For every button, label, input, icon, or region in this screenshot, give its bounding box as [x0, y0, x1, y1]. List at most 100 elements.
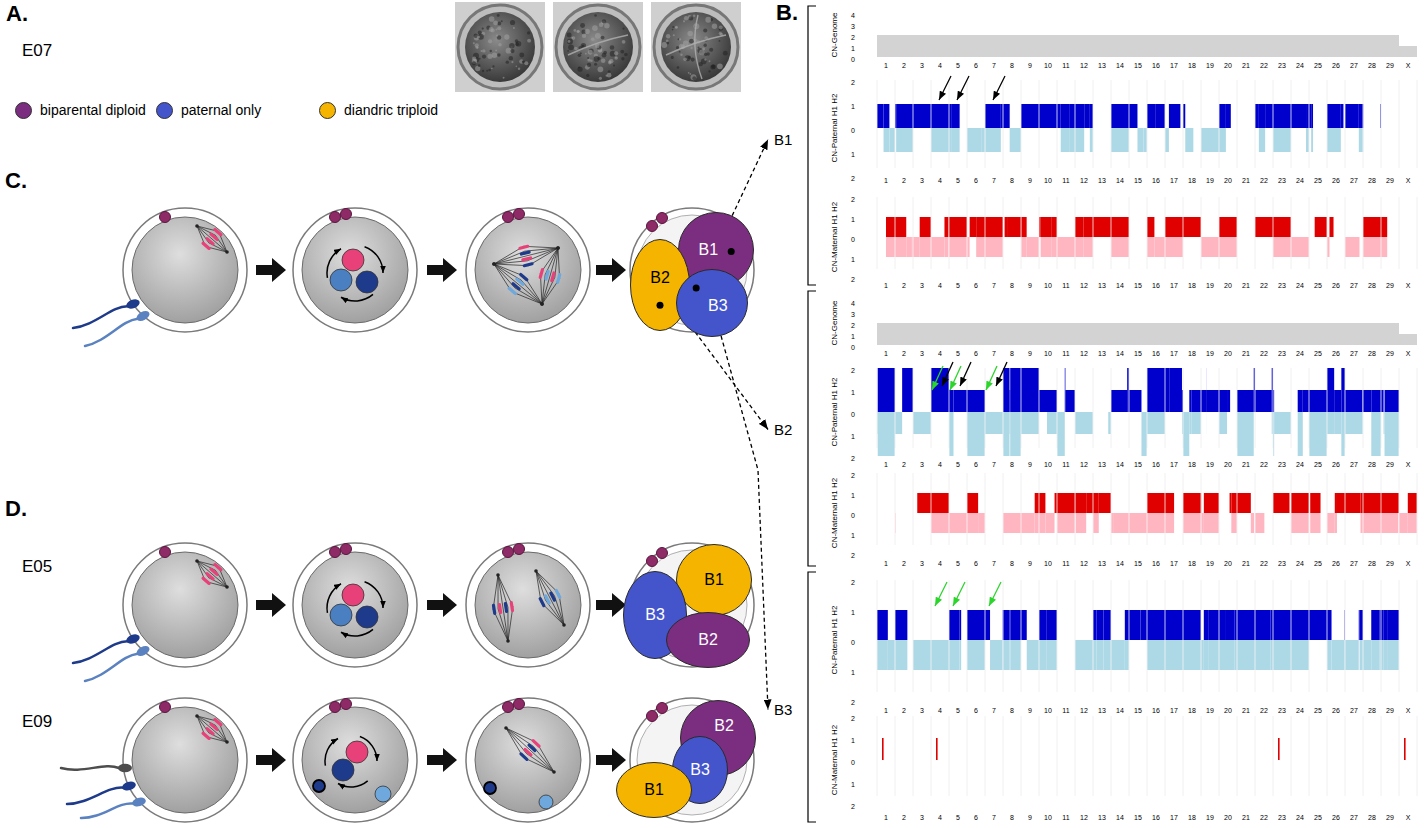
chromosome-label: 13	[1098, 350, 1106, 357]
haplotype-2-copy-number	[1219, 412, 1227, 434]
haplotype-2-copy-number	[1345, 412, 1362, 434]
chromosome-label: 2	[902, 461, 906, 468]
cytoplasm-speck	[684, 16, 688, 20]
chromosome-label: 19	[1206, 461, 1214, 468]
polar-body	[330, 212, 341, 223]
chromosome-label: 23	[1278, 282, 1286, 289]
chromosome	[203, 733, 209, 738]
label-holder: 2	[902, 700, 906, 716]
cytoplasm-speck	[493, 21, 498, 26]
chromosome-divider	[913, 197, 914, 269]
chromosome-divider	[877, 716, 878, 796]
chromosome-divider	[1183, 197, 1184, 269]
haplotype-1-copy-number	[1104, 610, 1111, 640]
label-holder: 0	[851, 632, 855, 648]
polar-body	[657, 703, 668, 714]
haplotype-2-copy-number	[931, 513, 948, 533]
chromosome-divider	[1345, 197, 1346, 269]
label-holder: 4	[938, 275, 942, 291]
legend-text: diandric triploid	[344, 103, 438, 117]
label-holder: 2	[851, 796, 855, 812]
chromosome	[499, 604, 500, 612]
cytoplasm-speck	[666, 34, 670, 38]
plot-panel: B3	[768, 572, 1420, 823]
chromosome-divider	[1327, 580, 1328, 692]
spindle-pole	[552, 770, 556, 774]
cytoplasm-speck	[475, 46, 478, 49]
label-holder: 2	[851, 692, 855, 708]
tick-label: 2	[851, 34, 855, 41]
chromosome-divider	[1111, 197, 1112, 269]
chromosome-label: 23	[1278, 350, 1286, 357]
haplotype-1-copy-number	[1069, 104, 1074, 128]
label-holder: 11	[1062, 343, 1069, 359]
maternal-copy-number	[936, 738, 938, 760]
chromosome-label: 4	[938, 560, 942, 567]
haplotype-2-copy-number	[1061, 128, 1069, 152]
haplotype-1-copy-number	[949, 104, 951, 128]
label-holder: 1	[851, 144, 855, 160]
chromosome-label: 12	[1080, 560, 1088, 567]
label-holder: 15	[1134, 700, 1142, 716]
chromosome-label: 14	[1116, 177, 1124, 184]
label-holder: 26	[1332, 170, 1340, 186]
label-holder: 29	[1386, 807, 1394, 823]
cytoplasm-speck	[587, 57, 589, 59]
oocyte	[302, 707, 408, 813]
haplotype-2-copy-number	[1096, 640, 1103, 670]
haplotype-1-copy-number	[1335, 493, 1337, 513]
maternal-copy-number	[882, 738, 884, 760]
pronucleus	[346, 741, 368, 763]
label-holder: 4	[938, 553, 942, 569]
haplotype-2-copy-number	[1261, 640, 1270, 670]
chromosome-divider	[1237, 580, 1238, 692]
label-holder: 24	[1296, 170, 1304, 186]
oocyte	[132, 552, 238, 658]
cytoplasm-speck	[705, 17, 711, 23]
chromosome-divider	[1003, 80, 1004, 168]
haplotype-1-copy-number	[959, 610, 961, 640]
tick-label: 1	[851, 333, 855, 340]
spindle-fibre	[498, 609, 508, 641]
chromosome-divider	[1399, 368, 1400, 448]
haplotype-2-copy-number	[1204, 513, 1219, 533]
label-holder: CN-Paternal H1 H2	[824, 94, 840, 163]
tick-label: 0	[851, 127, 855, 134]
pronucleus	[342, 249, 364, 271]
polar-body	[330, 702, 341, 713]
haplotype-1-copy-number	[1327, 368, 1334, 412]
haplotype-2-copy-number	[1291, 237, 1308, 257]
label-holder: 2	[851, 572, 855, 588]
label-holder: B3	[774, 702, 792, 718]
legend-entry: diandric triploid	[319, 101, 438, 119]
haplotype-1-copy-number	[1207, 390, 1219, 412]
label-holder: 12	[1080, 343, 1088, 359]
label-holder: 1	[884, 343, 888, 359]
chromosome-divider	[985, 197, 986, 269]
haplotype-2-copy-number	[985, 128, 1000, 152]
tick-label: 2	[851, 196, 855, 203]
tick-label: 1	[851, 103, 855, 110]
tick-label: 2	[851, 579, 855, 586]
chromosome-divider	[1255, 473, 1256, 545]
chromosome	[540, 270, 542, 278]
label-holder: 20	[1224, 343, 1232, 359]
cytoplasm-speck	[498, 43, 502, 47]
haplotype-1-copy-number	[1021, 368, 1038, 412]
haplotype-1-copy-number	[1208, 610, 1218, 640]
haplotype-2-copy-number	[895, 412, 902, 434]
step-arrow	[427, 748, 457, 772]
polar-body	[514, 544, 525, 555]
label-holder: B2	[698, 632, 718, 648]
haplotype-2-copy-number	[1183, 412, 1189, 456]
tick-label: 1	[851, 256, 855, 263]
polar-body	[503, 547, 514, 558]
sperm-head	[118, 764, 132, 772]
chromosome-divider	[1165, 197, 1166, 269]
label-holder: 1	[851, 662, 855, 678]
label-holder: 1	[884, 170, 888, 186]
label-holder: 23	[1278, 807, 1286, 823]
label-holder: 24	[1296, 807, 1304, 823]
label-holder: 27	[1350, 55, 1358, 71]
label-holder: 17	[1170, 343, 1178, 359]
